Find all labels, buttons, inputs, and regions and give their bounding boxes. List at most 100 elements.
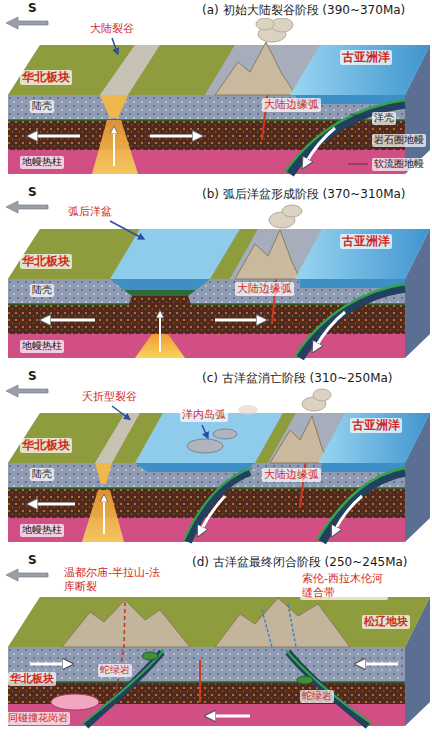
ophiolite — [142, 652, 158, 660]
land-surface — [8, 597, 430, 647]
block-base — [8, 229, 430, 358]
oceanic-crust-line — [82, 650, 164, 724]
slab-arrow — [200, 496, 225, 532]
motion-arrow — [215, 319, 262, 322]
slab-arrow — [305, 128, 335, 164]
compass-label: S — [26, 369, 39, 384]
oceanic-crust-line — [286, 650, 372, 724]
motion-arrow — [150, 135, 198, 138]
smoke — [256, 18, 274, 30]
plume-arrow — [159, 314, 161, 352]
motion-arrow — [45, 319, 95, 322]
region-label: 古亚洲洋 — [340, 234, 392, 249]
basin-crust — [124, 290, 196, 296]
mantle-plume — [82, 490, 124, 542]
structure-label: 大陆边缘弧 — [262, 98, 321, 112]
layer-label: 陆壳 — [30, 468, 54, 481]
slab-arrow — [334, 496, 362, 532]
layer-label: 岩石圈地幔 — [372, 134, 426, 147]
subducting-slab — [322, 472, 405, 542]
suture-line — [262, 610, 272, 647]
smoke — [238, 405, 258, 415]
panel-a — [6, 17, 430, 174]
rift-magma — [100, 95, 128, 118]
volcano — [235, 230, 300, 279]
fault-line — [114, 602, 125, 702]
oceanic-crust-line — [295, 284, 405, 356]
compass-label: S — [26, 1, 39, 16]
stage-heading: (b) 弧后洋盆形成阶段 (370~310Ma) — [200, 187, 408, 202]
island-arc — [213, 429, 237, 439]
compass-arrow — [6, 17, 48, 29]
leader-line — [350, 114, 368, 118]
rock-label: 蛇绿岩 — [300, 690, 334, 703]
stage-heading: (c) 古洋盆消亡阶段 (310~250Ma) — [200, 371, 395, 386]
ophiolite — [297, 676, 313, 684]
mantle-plume — [92, 120, 138, 174]
motion-arrow — [30, 663, 68, 666]
layer-label: 陆壳 — [30, 100, 54, 113]
compass-arrow — [6, 569, 48, 581]
compass-label: S — [26, 185, 39, 200]
region-label: 华北板块 — [20, 254, 72, 269]
smoke — [313, 389, 331, 401]
rock-label: 蛇绿岩 — [98, 664, 132, 677]
intra-oceanic-slab — [188, 472, 250, 542]
block-base — [8, 413, 430, 542]
region-label: 华北板块 — [8, 672, 56, 686]
region-label: 华北板块 — [20, 70, 72, 85]
motion-arrow — [32, 503, 75, 506]
region-label: 古亚洲洋 — [350, 418, 402, 433]
compass-arrow — [6, 385, 48, 397]
granite-body — [51, 694, 99, 710]
region-label: 古亚洲洋 — [340, 50, 392, 65]
compass-label: S — [26, 553, 39, 568]
thickened-crust — [8, 647, 405, 682]
layer-label: 地幔热柱 — [20, 524, 64, 537]
subducting-slab — [288, 652, 368, 726]
region-label: 松辽地块 — [362, 615, 410, 629]
structure-label: 温都尔庙-半拉山-法库断裂 — [62, 566, 166, 594]
pointer-arrow — [112, 406, 128, 418]
smoke — [282, 205, 302, 217]
pointer-arrow — [110, 221, 142, 238]
suture-line — [288, 604, 296, 647]
ocean-surface — [295, 229, 430, 279]
pointer-arrow — [202, 425, 207, 436]
structure-label: 大陆边缘弧 — [235, 282, 294, 296]
volcano — [270, 416, 328, 463]
basin-water — [135, 463, 255, 472]
structure-label: 洋内岛弧 — [180, 408, 228, 422]
rift-magma — [95, 463, 112, 484]
basin-water — [110, 279, 210, 290]
mountain-range — [215, 598, 350, 647]
ocean-surface — [318, 413, 430, 463]
layer-label: 地幔热柱 — [20, 340, 64, 353]
motion-arrow — [32, 135, 80, 138]
motion-arrow — [360, 663, 398, 666]
layer-label: 软流圈地幔 — [372, 158, 426, 171]
stage-heading: (d) 古洋盆最终闭合阶段 (250~245Ma) — [190, 555, 410, 570]
mountain-range — [62, 600, 190, 647]
leader-line — [348, 164, 368, 165]
panel-b — [6, 201, 430, 358]
subducting-slab — [300, 288, 405, 358]
structure-label: 大陆边缘弧 — [262, 468, 321, 482]
block-base — [8, 597, 430, 726]
oceanic-crust-line — [184, 468, 252, 540]
stage-heading: (a) 初始大陆裂谷阶段 (390~370Ma) — [200, 3, 407, 18]
structure-label: 大陆裂谷 — [88, 22, 136, 36]
volcano — [215, 42, 296, 95]
slab-arrow — [315, 312, 345, 348]
region-label: 华北板块 — [20, 438, 72, 453]
structure-label: 索伦-西拉木伦河缝合带 — [300, 572, 388, 600]
layer-label: 地幔热柱 — [20, 156, 64, 169]
oceanic-crust-line — [317, 468, 405, 540]
block-base — [8, 45, 430, 174]
ocean-surface — [290, 45, 430, 95]
layer-label: 陆壳 — [30, 284, 54, 297]
layer-label: 洋壳 — [372, 112, 396, 125]
island-arc — [187, 439, 223, 453]
rock-label: 同碰撞花岗岩 — [6, 712, 70, 725]
